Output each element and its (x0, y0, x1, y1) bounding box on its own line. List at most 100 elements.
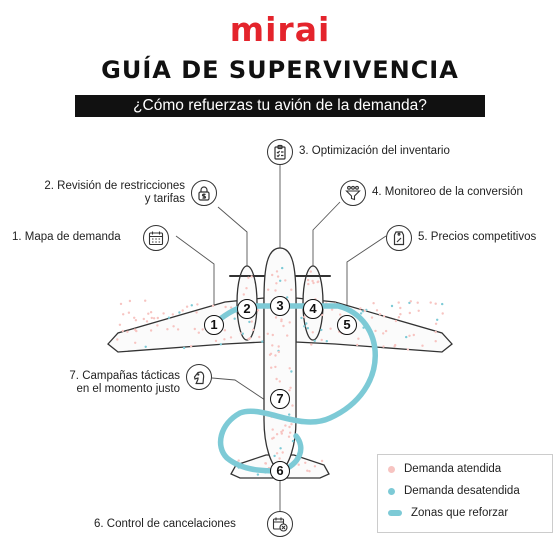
demand-dot (201, 328, 204, 331)
leader-line-5 (346, 235, 387, 312)
demand-dot (214, 339, 218, 343)
demand-dot (374, 329, 377, 333)
demand-dot (281, 266, 284, 270)
price-tag-icon (386, 225, 412, 251)
step-number-7: 7 (276, 391, 284, 406)
demand-dot (271, 428, 274, 431)
demand-dot (261, 340, 264, 343)
demand-dot (408, 334, 411, 337)
demand-dot (178, 311, 181, 314)
demand-dot (441, 302, 444, 306)
demand-dot (307, 282, 310, 286)
demand-dot (193, 327, 196, 331)
page-title: GUÍA DE SUPERVIVENCIA (101, 56, 459, 84)
demand-dot (279, 447, 282, 450)
legend-label-reinforce: Zonas que reforzar (411, 507, 509, 519)
demand-dot (397, 301, 400, 304)
demand-dot (176, 328, 180, 331)
demand-dot (312, 281, 315, 285)
demand-dot (288, 321, 291, 324)
demand-dot (359, 312, 363, 315)
step-marker-7: 7 (270, 389, 290, 409)
step-label-7-line1: 7. Campañas tácticas (69, 370, 180, 382)
demand-dot (149, 311, 153, 314)
demand-dot (273, 454, 276, 458)
demand-dot (134, 341, 137, 344)
demand-dot (133, 316, 136, 319)
chess-knight-icon (186, 364, 212, 390)
demand-dot (282, 324, 285, 328)
demand-dot (134, 319, 138, 322)
demand-dot (126, 330, 129, 333)
demand-dot (284, 424, 287, 427)
step-number-2: 2 (243, 301, 251, 316)
demand-dot (224, 305, 227, 309)
demand-dot (375, 309, 379, 312)
demand-dot (142, 317, 145, 321)
demand-dot (306, 469, 309, 472)
legend-item-unattended: Demanda desatendida (388, 485, 520, 497)
demand-dot (313, 339, 316, 343)
demand-dot (399, 313, 402, 316)
demand-dot (274, 365, 277, 369)
demand-dot (189, 345, 193, 348)
demand-dot (118, 323, 122, 326)
demand-dot (384, 329, 388, 333)
demand-dot (166, 328, 169, 331)
demand-dot (275, 270, 279, 273)
step-label-7-line2: en el momento justo (76, 383, 180, 395)
demand-dot (290, 288, 293, 291)
demand-dot (279, 279, 282, 282)
right-wing (295, 297, 453, 353)
demand-dot (275, 452, 279, 455)
demand-dot (288, 367, 291, 370)
demand-dot (305, 322, 308, 325)
step-number-3: 3 (276, 298, 284, 313)
step-label-3: 3. Optimización del inventario (299, 145, 450, 157)
demand-dot (182, 346, 186, 350)
demand-dot (229, 306, 233, 309)
demand-dot (306, 278, 310, 282)
plane-outline (107, 247, 453, 479)
demand-dot (133, 328, 137, 331)
demand-dot (320, 338, 323, 342)
demand-dot (167, 316, 171, 319)
demand-dot (300, 316, 303, 320)
demand-dot (397, 316, 401, 319)
demand-dot (408, 311, 411, 315)
padlock-dollar-icon (191, 180, 217, 206)
demand-dot (195, 311, 198, 314)
demand-dot (127, 311, 131, 314)
demand-dot (152, 317, 156, 320)
demand-dot (276, 275, 280, 278)
demand-dot (266, 332, 269, 335)
demand-dot (372, 302, 375, 305)
demand-dot (274, 289, 277, 292)
demand-dot (275, 433, 279, 436)
demand-dot (339, 313, 342, 316)
demand-dot (267, 288, 270, 291)
demand-dot (284, 279, 287, 282)
demand-dot (382, 345, 385, 348)
demand-dot (250, 275, 253, 278)
demand-dot (149, 329, 153, 332)
demand-dot (144, 345, 147, 348)
demand-dot (197, 331, 200, 334)
demand-dot (271, 273, 274, 277)
demand-dot (378, 313, 382, 316)
step-label-2-line2: y tarifas (144, 193, 185, 205)
demand-dot (441, 312, 444, 315)
demand-dot (308, 470, 311, 473)
demand-dot (382, 332, 385, 335)
demand-dot (303, 325, 306, 328)
demand-dot (434, 302, 437, 305)
demand-dot (289, 386, 292, 389)
demand-dot (434, 340, 437, 343)
subtitle-text: ¿Cómo refuerzas tu avión de la demanda? (133, 97, 427, 114)
demand-dot (320, 313, 324, 317)
demand-dot (144, 299, 147, 302)
clipboard-checklist-icon (267, 139, 293, 165)
demand-dot (256, 473, 260, 476)
demand-dot (408, 301, 411, 305)
demand-dot (274, 316, 278, 319)
